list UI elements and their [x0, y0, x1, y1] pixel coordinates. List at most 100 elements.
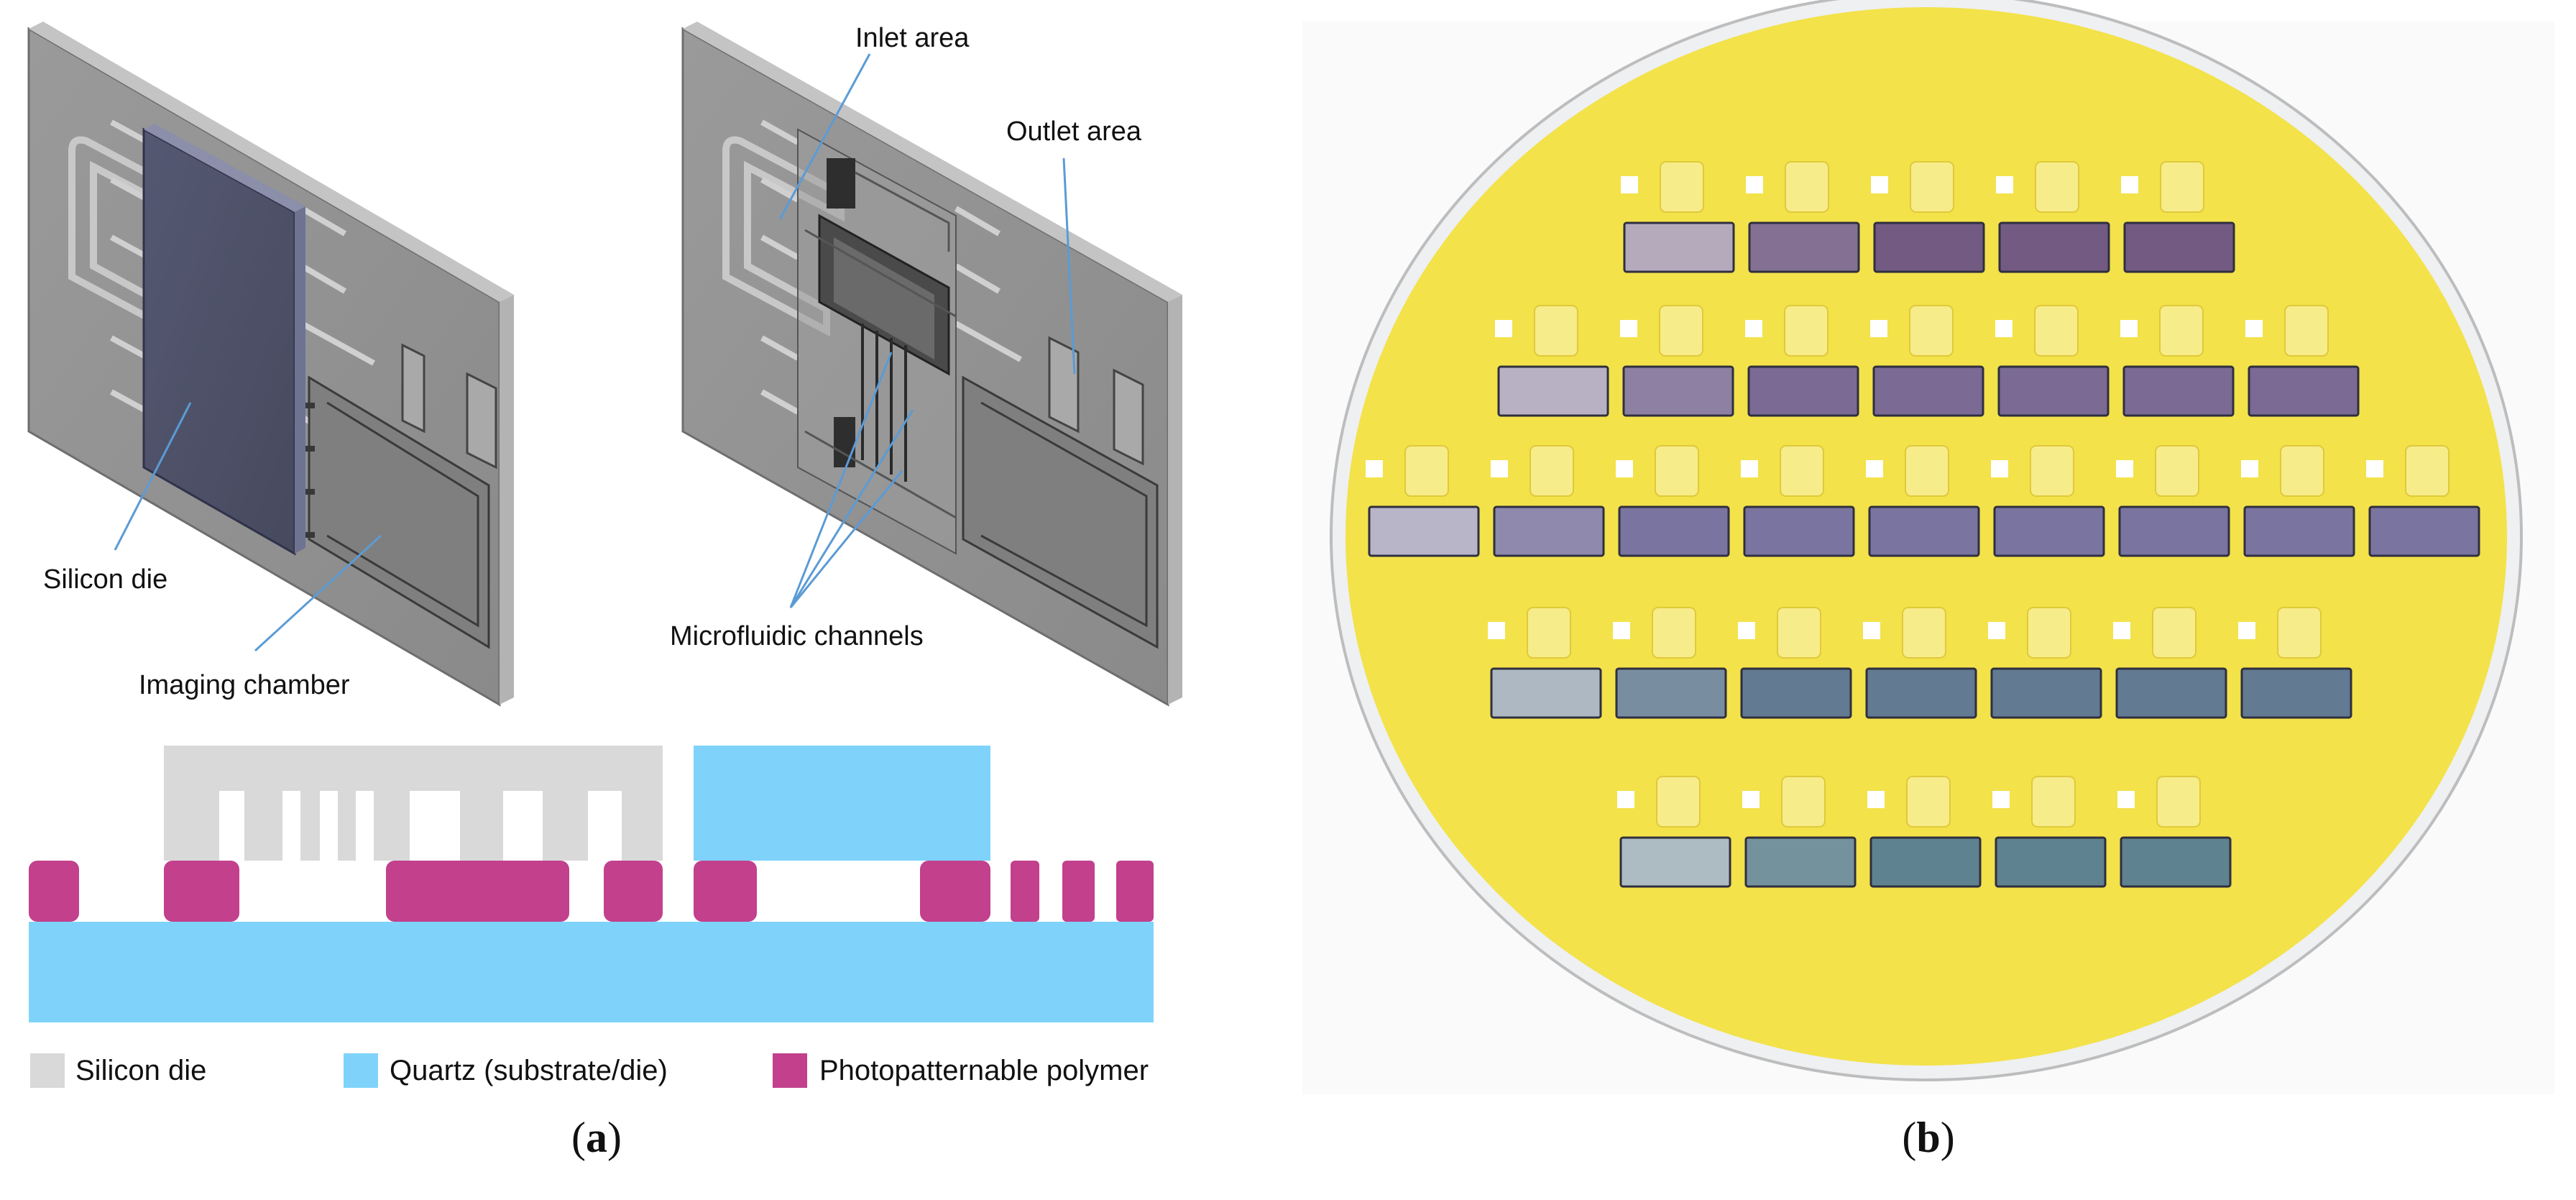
silicon-die-chip — [2120, 836, 2232, 888]
die-array — [1368, 221, 2480, 888]
silicon-die-chip — [1368, 505, 1480, 557]
alignment-mark — [1866, 460, 1883, 477]
alignment-mark — [1871, 176, 1888, 193]
silicon-die-chip — [1872, 365, 1984, 417]
polymer-pad — [1527, 607, 1571, 659]
alignment-mark — [1366, 460, 1383, 477]
polymer-pad — [1660, 161, 1704, 213]
alignment-mark — [1995, 320, 2012, 337]
silicon-die-chip — [1623, 221, 1735, 273]
cross-section — [29, 746, 1154, 1022]
polymer-pad — [1530, 445, 1574, 497]
alignment-mark — [1867, 791, 1885, 808]
silicon-die-chip — [1748, 221, 1860, 273]
polymer-pad — [2280, 445, 2324, 497]
silicon-die-chip — [1622, 365, 1734, 417]
polymer-pad — [2155, 445, 2199, 497]
polymer-pad — [1780, 445, 1824, 497]
polymer-pad — [2277, 607, 2322, 659]
silicon-die-chip — [1997, 365, 2110, 417]
alignment-mark — [2241, 460, 2258, 477]
alignment-mark — [1863, 622, 1880, 639]
polymer-pad — [1906, 776, 1951, 828]
polymer-pad — [1909, 305, 1954, 357]
polymer-pad — [1910, 161, 1954, 213]
caption-b: (b) — [1902, 1114, 1954, 1161]
silicon-die-chip — [2240, 667, 2352, 719]
polymer-pad — [1784, 305, 1828, 357]
alignment-mark — [2116, 460, 2133, 477]
silicon-die-chip — [1868, 505, 1980, 557]
polymer-pad — [2034, 305, 2079, 357]
legend-label-silicon: Silicon die — [75, 1055, 206, 1086]
polymer-pad — [2030, 445, 2074, 497]
silicon-die-chip — [1615, 667, 1727, 719]
silicon-die-chip — [1744, 836, 1857, 888]
alignment-mark — [1992, 791, 2010, 808]
legend-label-quartz: Quartz (substrate/die) — [390, 1055, 668, 1086]
polymer-pad — [1534, 305, 1578, 357]
polymer-pad — [2159, 305, 2204, 357]
alignment-mark — [1620, 320, 1637, 337]
alignment-mark — [1488, 622, 1505, 639]
alignment-mark — [1991, 460, 2008, 477]
silicon-die-chip — [2243, 505, 2355, 557]
alignment-mark — [1621, 176, 1638, 193]
alignment-mark — [2245, 320, 2263, 337]
alignment-mark — [2117, 791, 2135, 808]
polymer-pad — [2156, 776, 2201, 828]
polymer-pad — [1655, 445, 1699, 497]
wafer-photo — [1302, 0, 2554, 1094]
silicon-die-chip — [1618, 505, 1730, 557]
silicon-die-chip — [1619, 836, 1731, 888]
label-microfluidic-channels: Microfluidic channels — [670, 621, 924, 651]
silicon-die-chip — [1998, 221, 2110, 273]
alignment-mark — [1491, 460, 1508, 477]
alignment-mark — [1495, 320, 1512, 337]
legend-label-polymer: Photopatternable polymer — [819, 1055, 1149, 1086]
alignment-mark — [1745, 320, 1762, 337]
silicon-die-chip — [1869, 836, 1982, 888]
polymer-pad — [2405, 445, 2450, 497]
polymer-pad — [1785, 161, 1829, 213]
alignment-mark — [1746, 176, 1763, 193]
label-outlet-area: Outlet area — [1006, 116, 1142, 147]
silicon-die-chip — [1747, 365, 1859, 417]
polymer-pad — [2284, 305, 2329, 357]
legend: Silicon die Quartz (substrate/die) Photo… — [30, 1053, 1149, 1088]
polymer-pad — [2031, 776, 2076, 828]
silicon-die-chip — [1743, 505, 1855, 557]
caption-a: (a) — [571, 1114, 622, 1161]
silicon-die-chip — [2123, 221, 2235, 273]
silicon-die-chip — [1490, 667, 1602, 719]
silicon-die-chip — [2248, 365, 2360, 417]
alignment-mark — [1741, 460, 1758, 477]
polymer-pad — [1659, 305, 1703, 357]
legend-swatch-silicon — [30, 1053, 65, 1088]
alignment-mark — [1996, 176, 2013, 193]
alignment-mark — [1617, 791, 1634, 808]
polymer-pad — [2027, 607, 2071, 659]
silicon-die-chip — [1493, 505, 1605, 557]
cross-section-quartz-substrate — [29, 922, 1154, 1022]
polymer-pad — [1404, 445, 1449, 497]
alignment-mark — [2120, 320, 2138, 337]
label-imaging-chamber: Imaging chamber — [139, 670, 350, 700]
alignment-mark — [1616, 460, 1633, 477]
alignment-mark — [2238, 622, 2255, 639]
silicon-die-chip — [1740, 667, 1852, 719]
polymer-pad — [2160, 161, 2204, 213]
silicon-die-chip — [1995, 836, 2107, 888]
cross-section-polymer — [29, 861, 1154, 922]
polymer-pad — [2035, 161, 2079, 213]
alignment-mark — [2113, 622, 2130, 639]
polymer-pad — [1656, 776, 1701, 828]
alignment-mark — [1870, 320, 1887, 337]
alignment-mark — [1613, 622, 1630, 639]
alignment-mark — [2121, 176, 2138, 193]
silicon-die-chip — [1873, 221, 1985, 273]
cross-section-silicon-die — [164, 746, 663, 861]
chip-render-left — [27, 22, 514, 707]
alignment-mark — [1738, 622, 1755, 639]
silicon-die-chip — [2368, 505, 2480, 557]
